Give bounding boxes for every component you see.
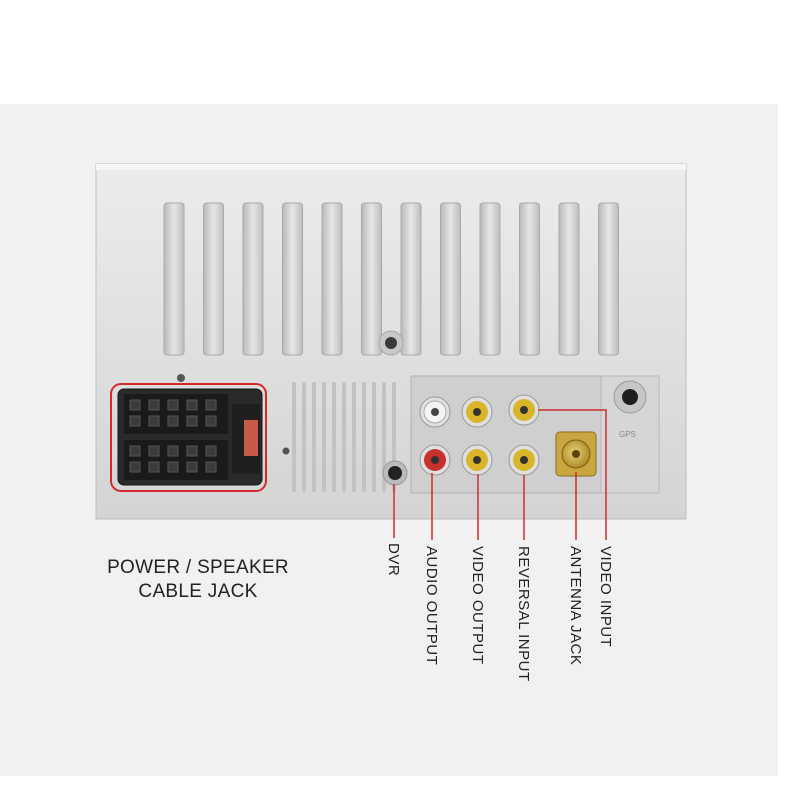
vent-groove — [382, 382, 386, 492]
heat-sink-fin — [400, 202, 422, 356]
connector-pin — [148, 415, 160, 427]
vent-groove — [342, 382, 346, 492]
vent-groove — [292, 382, 296, 492]
connector-pin — [167, 445, 179, 457]
connector-pin — [129, 461, 141, 473]
heat-sink-fin — [598, 202, 619, 356]
connector-pin — [205, 399, 217, 411]
callout-lines — [393, 409, 607, 540]
video-input-label: VIDEO INPUT — [597, 546, 614, 648]
rca-audio-out-red — [419, 444, 451, 476]
dvr-label: DVR — [385, 543, 402, 577]
vent-groove — [302, 382, 306, 492]
video-output-label: VIDEO OUTPUT — [469, 546, 486, 665]
heat-sink-fin — [361, 202, 382, 356]
rca-reversal-in — [508, 444, 540, 476]
rca-video-out-1 — [461, 396, 493, 428]
heat-sink-fins — [163, 202, 619, 356]
gps-mark: GPS — [619, 430, 636, 439]
chassis-screw-icon — [378, 330, 404, 356]
heat-sink-fin — [440, 202, 461, 356]
power-speaker-label: POWER / SPEAKER CABLE JACK — [96, 556, 300, 604]
connector-pin — [186, 415, 198, 427]
connector-pin — [205, 415, 217, 427]
connector-pin — [148, 399, 160, 411]
reversal-input-label: REVERSAL INPUT — [515, 546, 532, 682]
heat-sink-fin — [519, 202, 540, 356]
connector-pin — [129, 445, 141, 457]
heat-sink-fin — [203, 202, 224, 356]
connector-pin — [186, 445, 198, 457]
vent-groove — [372, 382, 376, 492]
connector-pin — [129, 399, 141, 411]
connector-pin — [148, 461, 160, 473]
connector-pin — [205, 445, 217, 457]
heat-sink-fin — [558, 202, 580, 356]
vent-groove — [312, 382, 316, 492]
heat-sink-fin — [321, 202, 343, 356]
heat-sink-fin — [242, 202, 264, 356]
vent-groove — [362, 382, 366, 492]
connector-pin — [186, 399, 198, 411]
dvr-jack — [382, 460, 408, 486]
heat-sink-fin — [163, 202, 185, 356]
gps-port: GPS — [613, 380, 647, 439]
rca-audio-out-white — [419, 396, 451, 428]
audio-output-label: AUDIO OUTPUT — [423, 546, 440, 666]
vent-grooves — [292, 382, 396, 492]
connector-pin — [129, 415, 141, 427]
power-jack-callout-box — [110, 383, 267, 492]
connector-pin — [167, 461, 179, 473]
rca-video-in — [508, 394, 540, 426]
background-top — [0, 0, 562, 104]
video-input-callout-line — [538, 409, 607, 540]
heat-sink-fin — [282, 202, 303, 356]
connector-pin — [148, 445, 160, 457]
vent-groove — [332, 382, 336, 492]
rca-video-out-2 — [461, 444, 493, 476]
antenna-jack — [555, 431, 597, 477]
power-speaker-label-line1: POWER / SPEAKER — [107, 557, 289, 578]
vent-groove — [322, 382, 326, 492]
power-speaker-label-line2: CABLE JACK — [138, 581, 258, 602]
connector-pin — [167, 415, 179, 427]
iso-connector — [117, 374, 290, 486]
connector-pin — [205, 461, 217, 473]
connector-pin — [186, 461, 198, 473]
heat-sink-fin — [479, 202, 501, 356]
antenna-jack-label: ANTENNA JACK — [567, 546, 584, 666]
connector-pin — [167, 399, 179, 411]
vent-groove — [352, 382, 356, 492]
